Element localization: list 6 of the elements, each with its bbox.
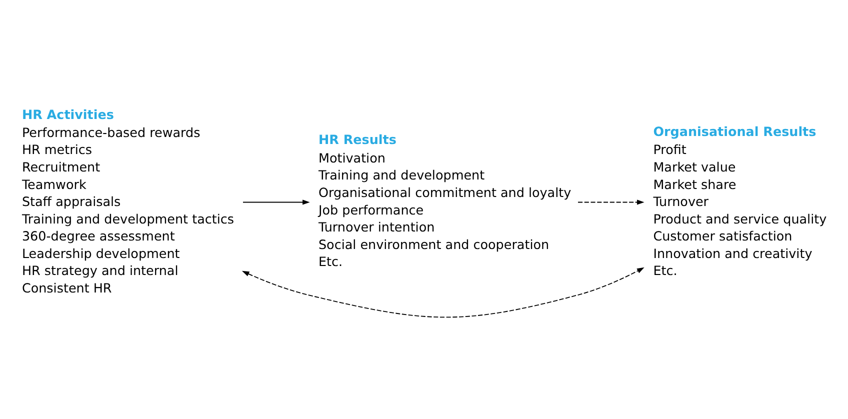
node-text: HR Results Motivation Training and development Organisational commitment and loyalty Job performance Turnover intention Social environment and cooperation Etc. bbox=[318, 132, 572, 270]
node-text: HR Activities Performance-based rewards HR metrics Recruitment Teamwork Staff appraisals Training and development tactics 360-degree assessment Leadership development HR strategy and internal Consistent HR bbox=[22, 107, 234, 296]
arrow bbox=[578, 199, 644, 204]
arrow bbox=[242, 199, 310, 204]
node-text: Organisational Results Profit Market value Market share Turnover Product and service quality Customer satisfaction Innovation and creativity Etc. bbox=[653, 124, 827, 279]
arrow bbox=[242, 266, 644, 318]
